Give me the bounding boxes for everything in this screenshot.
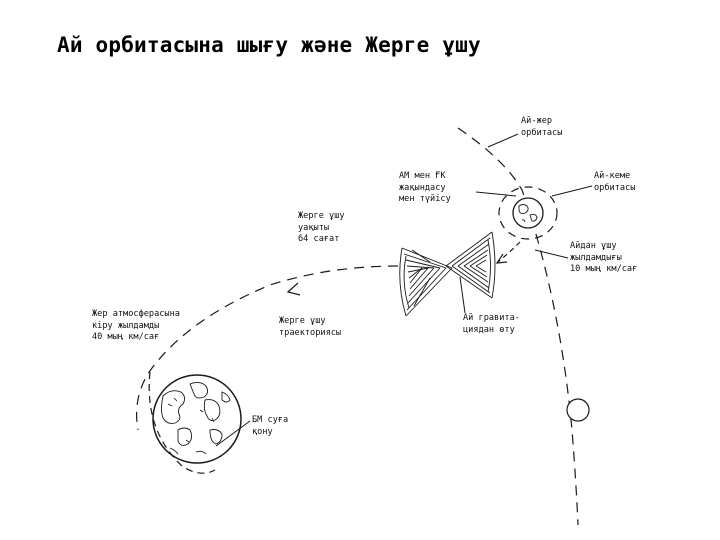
moon-earth-orbit-path: [457, 127, 579, 526]
label-moon-departure-speed: Айдан ұшу жылдамдығы 10 мың км/сағ: [570, 241, 638, 274]
page-title: Ай орбитасына шығу және Жерге ұшу: [57, 33, 481, 57]
label-lunar-gravity: Ай гравита- циядан өту: [463, 313, 520, 335]
label-flight-time: Жерге ұшу уақыты 64 сағат: [298, 211, 345, 244]
label-splashdown: БМ суға қону: [252, 415, 289, 437]
moon-ship-orbit-path: [498, 186, 558, 240]
lunar-gravity-wedge-right: [445, 231, 496, 299]
label-moon-earth-orbit: Ай-жер орбитасы: [521, 116, 563, 138]
label-moon-ship-orbit: Ай-кеме орбитасы: [594, 171, 636, 193]
label-atmosphere-entry: Жер атмосферасына кіру жылдамды 40 мың к…: [92, 309, 180, 342]
moon-lower: [566, 398, 590, 422]
lunar-gravity-wedge-left: [399, 247, 453, 317]
earth: [152, 374, 242, 464]
return-trajectory-path: [136, 265, 399, 431]
reentry-path: [148, 371, 216, 474]
moon-upper: [512, 197, 544, 229]
label-return-trajectory: Жерге ұшу траекториясы: [279, 316, 342, 338]
label-docking: АМ мен ҒК жақындасу мен түйісу: [399, 171, 451, 204]
